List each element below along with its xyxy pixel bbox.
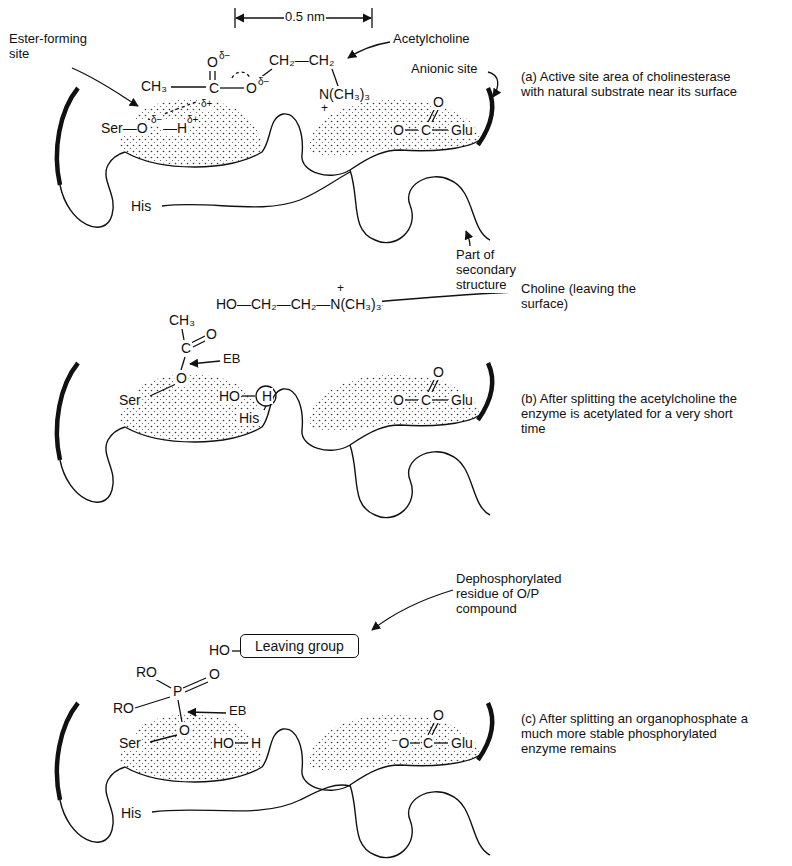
chemical-label: O	[432, 707, 445, 723]
chemical-label: 0.5 nm	[284, 10, 326, 25]
chemical-label: +	[336, 282, 345, 296]
chemical-label: HO	[218, 388, 241, 404]
chemical-label: His	[120, 805, 142, 821]
chemical-label: Ser—O	[100, 120, 149, 136]
chemical-label: +	[320, 102, 329, 116]
chemical-label: CH₂—CH₂	[268, 52, 335, 68]
chemical-label: δ−	[218, 50, 231, 62]
annotation-text: (b) After splitting the acetylcholine th…	[520, 392, 757, 437]
chemical-label: ⁻O	[390, 735, 410, 751]
chemical-label: δ−	[257, 76, 270, 88]
annotation-text: Dephosphorylated residue of O/P compound	[455, 572, 582, 617]
leader-guide	[363, 590, 453, 644]
chemical-label: Glu	[450, 122, 474, 138]
chemical-label: H	[250, 735, 262, 751]
chemical-label: HO	[212, 735, 235, 751]
chemical-label: His	[130, 198, 152, 214]
chemical-label: CH₃	[168, 312, 196, 328]
chemical-label: EB	[222, 352, 241, 367]
chemical-label: O	[178, 722, 191, 738]
chemical-label: O	[205, 326, 218, 342]
chemical-label: O	[206, 54, 219, 70]
chemical-label: O	[432, 364, 445, 380]
annotation-text: Choline (leaving the surface)	[520, 282, 662, 312]
chemical-label: O	[245, 80, 258, 96]
chemical-label: O	[175, 370, 188, 386]
chemical-label: Acetylcholine	[392, 32, 471, 47]
chemical-label: C	[208, 80, 220, 96]
annotation-text: (c) After splitting an organophosphate a…	[520, 712, 757, 757]
chemical-label: δ+	[200, 98, 213, 110]
chemical-label: C	[422, 735, 434, 751]
chemical-label: —H	[162, 120, 188, 136]
chemical-label: P	[172, 683, 183, 699]
chemical-label: CH₃	[140, 78, 168, 94]
chemical-label: O	[392, 392, 405, 408]
chemical-label: C	[420, 392, 432, 408]
chemical-label: RO	[135, 664, 158, 680]
chemical-label: His	[238, 410, 260, 426]
chemical-label: Glu	[450, 392, 474, 408]
chemical-label: HO—CH₂—CH₂—N(CH₃)₃	[215, 296, 382, 312]
chemical-label: Ser	[118, 392, 142, 408]
chemical-label: O	[208, 666, 221, 682]
node-text: Leaving group	[255, 638, 344, 654]
annotation-text: Ester-forming site	[8, 32, 110, 62]
chemical-label: Anionic site	[410, 62, 478, 77]
chemical-label: N(CH₃)₃	[318, 86, 371, 102]
chemical-label: Glu	[450, 735, 474, 751]
chemical-label: C	[420, 122, 432, 138]
leaving-group-box: Leaving group	[240, 634, 359, 658]
chemical-label: δ+	[186, 114, 199, 126]
chemical-label: O	[392, 122, 405, 138]
chemical-label: EB	[228, 704, 247, 719]
chemical-label: O	[432, 94, 445, 110]
annotation-text: (a) Active site area of cholinesterase w…	[520, 70, 757, 100]
chemical-label: HO	[208, 642, 231, 658]
chemical-label: H	[261, 388, 273, 404]
chemical-label: C	[180, 340, 192, 356]
chemical-label: RO	[112, 700, 135, 716]
chemical-label: Ser	[118, 735, 142, 751]
